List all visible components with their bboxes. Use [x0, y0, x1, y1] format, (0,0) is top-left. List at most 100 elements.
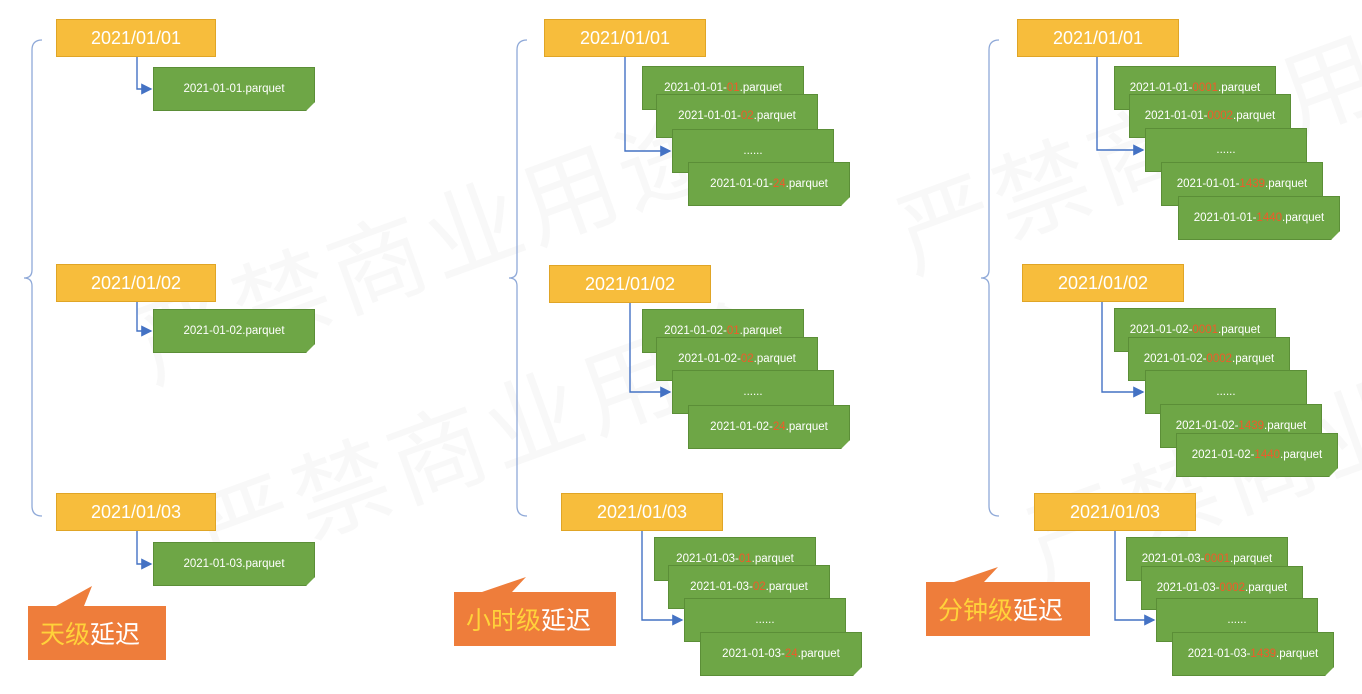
parquet-file: 2021-01-01-24.parquet — [688, 162, 850, 206]
file-name-prefix: 2021-01-01- — [664, 82, 727, 94]
file-extension: .parquet — [751, 553, 794, 565]
file-name-prefix: ...... — [755, 614, 775, 626]
file-extension: .parquet — [765, 581, 808, 593]
group-bracket — [980, 39, 1000, 517]
file-name-prefix: 2021-01-02.parquet — [183, 325, 285, 337]
parquet-file: 2021-01-01-1440.parquet — [1178, 196, 1340, 240]
file-extension: .parquet — [1232, 353, 1275, 365]
file-extension: .parquet — [1280, 449, 1323, 461]
group-bracket — [508, 39, 528, 517]
parquet-file: 2021-01-01.parquet — [153, 67, 315, 111]
file-name-prefix: 2021-01-03- — [1187, 648, 1251, 660]
date-folder: 2021/01/03 — [56, 493, 216, 531]
file-extension: .parquet — [785, 421, 828, 433]
file-extension: .parquet — [1265, 178, 1308, 190]
file-time-index: 02 — [740, 110, 754, 122]
date-folder: 2021/01/03 — [1034, 493, 1196, 531]
file-extension: .parquet — [1282, 212, 1325, 224]
connector-arrow — [629, 303, 672, 398]
file-time-index: 01 — [726, 325, 740, 337]
parquet-file: 2021-01-03-24.parquet — [700, 632, 862, 676]
file-time-index: 1440 — [1254, 449, 1281, 461]
file-name-prefix: 2021-01-02- — [1175, 420, 1239, 432]
file-time-index: 1439 — [1250, 648, 1277, 660]
file-time-index: 01 — [726, 82, 740, 94]
file-name-prefix: 2021-01-03.parquet — [183, 558, 285, 570]
latency-level: 分钟级 — [938, 596, 1014, 625]
latency-word: 延迟 — [541, 606, 592, 635]
latency-tag: 天级延迟 — [28, 606, 166, 660]
file-time-index: 02 — [740, 353, 754, 365]
parquet-file: 2021-01-03.parquet — [153, 542, 315, 586]
parquet-file: 2021-01-02-24.parquet — [688, 405, 850, 449]
file-extension: .parquet — [753, 353, 796, 365]
file-extension: .parquet — [1233, 110, 1276, 122]
file-extension: .parquet — [739, 82, 782, 94]
parquet-file: 2021-01-02-0002.parquet — [1128, 337, 1290, 381]
file-time-index: 1439 — [1238, 420, 1265, 432]
connector-arrow — [1114, 531, 1156, 626]
latency-tag-tail — [954, 567, 998, 582]
file-extension: .parquet — [739, 325, 782, 337]
date-folder: 2021/01/01 — [56, 19, 216, 57]
file-name-prefix: 2021-01-02- — [710, 421, 773, 433]
latency-level: 天级 — [40, 620, 91, 649]
file-name-prefix: 2021-01-01- — [710, 178, 773, 190]
file-name-prefix: ...... — [1216, 144, 1236, 156]
file-name-prefix: 2021-01-03- — [690, 581, 753, 593]
file-time-index: 01 — [738, 553, 752, 565]
file-name-prefix: 2021-01-01- — [1193, 212, 1257, 224]
file-name-prefix: 2021-01-02- — [1191, 449, 1255, 461]
connector-arrow — [1096, 57, 1145, 156]
file-time-index: 24 — [784, 648, 798, 660]
connector-arrow — [1101, 302, 1145, 398]
date-folder: 2021/01/02 — [549, 265, 711, 303]
file-extension: .parquet — [753, 110, 796, 122]
file-name-prefix: ...... — [1227, 614, 1247, 626]
file-time-index: 24 — [772, 421, 786, 433]
file-time-index: 0002 — [1219, 582, 1246, 594]
date-folder: 2021/01/03 — [561, 493, 723, 531]
date-folder: 2021/01/01 — [544, 19, 706, 57]
file-time-index: 0002 — [1206, 353, 1233, 365]
file-time-index: 0001 — [1192, 82, 1219, 94]
file-time-index: 0001 — [1192, 324, 1219, 336]
file-time-index: 0001 — [1204, 553, 1231, 565]
file-name-prefix: 2021-01-02- — [1129, 324, 1193, 336]
file-time-index: 0002 — [1207, 110, 1234, 122]
date-folder: 2021/01/02 — [56, 264, 216, 302]
file-extension: .parquet — [797, 648, 840, 660]
file-extension: .parquet — [1264, 420, 1307, 432]
file-name-prefix: 2021-01-03- — [1141, 553, 1205, 565]
file-name-prefix: ...... — [743, 386, 763, 398]
file-time-index: 02 — [752, 581, 766, 593]
connector-arrow — [136, 302, 153, 337]
date-folder: 2021/01/02 — [1022, 264, 1184, 302]
file-extension: .parquet — [1245, 582, 1288, 594]
latency-level: 小时级 — [466, 606, 542, 635]
latency-tag: 分钟级延迟 — [926, 582, 1090, 636]
file-name-prefix: 2021-01-03- — [722, 648, 785, 660]
file-name-prefix: 2021-01-02- — [678, 353, 741, 365]
file-name-prefix: ...... — [1216, 386, 1236, 398]
file-name-prefix: 2021-01-01- — [1129, 82, 1193, 94]
date-folder: 2021/01/01 — [1017, 19, 1179, 57]
file-name-prefix: ...... — [743, 145, 763, 157]
file-extension: .parquet — [785, 178, 828, 190]
parquet-file: 2021-01-02.parquet — [153, 309, 315, 353]
latency-tag-tail — [482, 577, 526, 592]
file-time-index: 24 — [772, 178, 786, 190]
file-time-index: 1439 — [1239, 178, 1266, 190]
parquet-file: 2021-01-03-1439.parquet — [1172, 632, 1334, 676]
file-time-index: 1440 — [1256, 212, 1283, 224]
file-name-prefix: 2021-01-02- — [664, 325, 727, 337]
connector-arrow — [136, 531, 153, 570]
latency-tag-tail — [56, 586, 92, 606]
file-name-prefix: 2021-01-01- — [678, 110, 741, 122]
file-extension: .parquet — [1218, 82, 1261, 94]
file-name-prefix: 2021-01-03- — [676, 553, 739, 565]
latency-word: 延迟 — [1013, 596, 1064, 625]
parquet-file: 2021-01-02-1440.parquet — [1176, 433, 1338, 477]
